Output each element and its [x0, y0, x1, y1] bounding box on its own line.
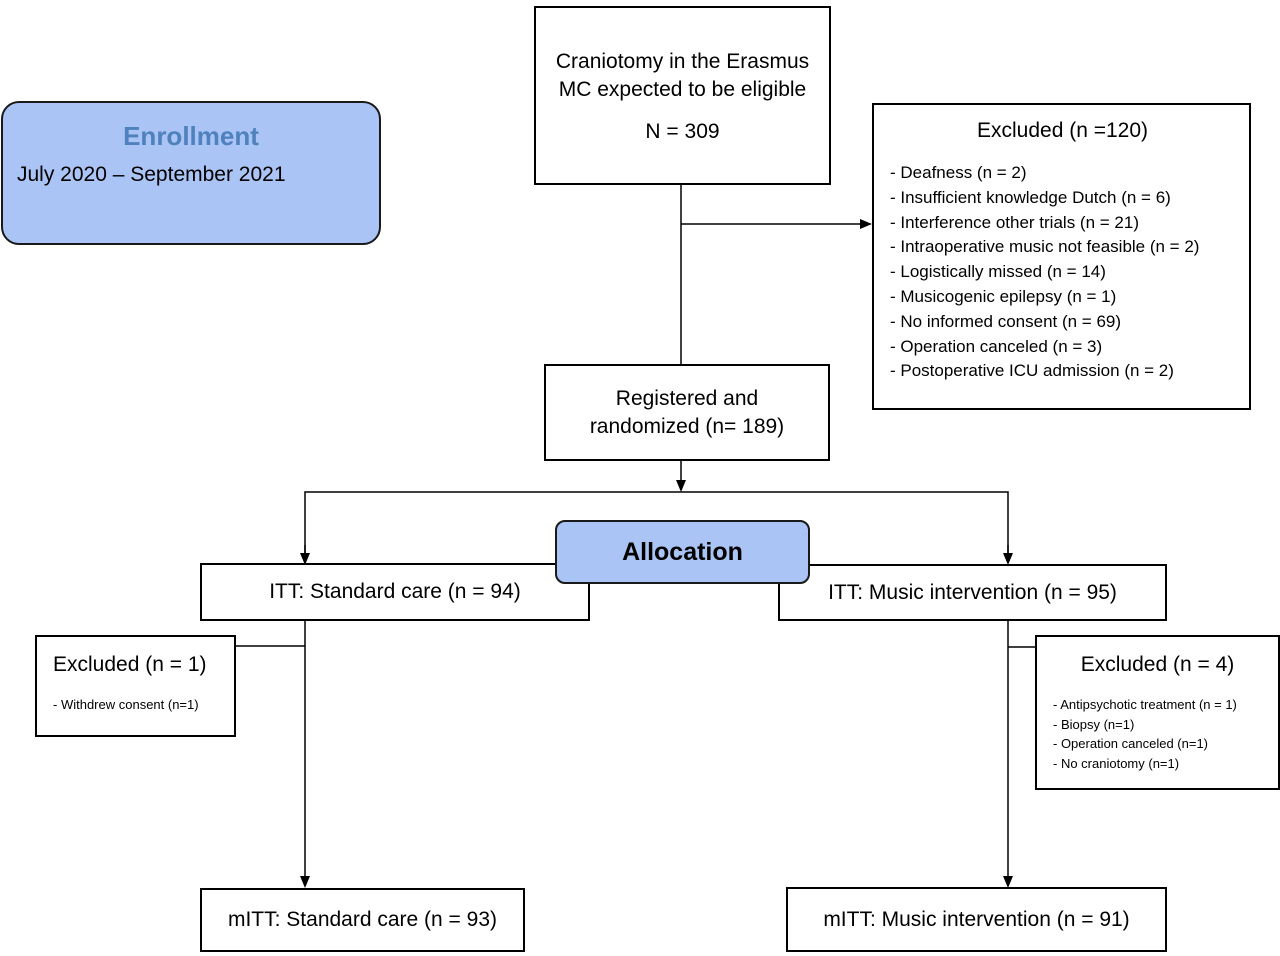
- excluded-reason: - Musicogenic epilepsy (n = 1): [890, 286, 1117, 306]
- excluded-reason: - Operation canceled (n = 3): [890, 336, 1103, 356]
- excluded-reason: - Logistically missed (n = 14): [890, 262, 1106, 282]
- allocation-title: Allocation: [622, 537, 743, 566]
- excluded-music-title: Excluded (n = 4): [1080, 653, 1235, 676]
- excluded-standard-title: Excluded (n = 1): [53, 653, 207, 676]
- itt-standard-box: ITT: Standard care (n = 94): [200, 563, 590, 621]
- excluded-reason: - Deafness (n = 2): [890, 163, 1027, 182]
- excluded-main-box: Excluded (n =120) - Deafness (n = 2) - I…: [872, 103, 1251, 410]
- allocation-panel: Allocation: [555, 520, 810, 584]
- eligible-box: Craniotomy in the Erasmus MC expected to…: [534, 6, 831, 185]
- excluded-standard-reasons: - Withdrew consent (n=1): [53, 695, 234, 714]
- excluded-reason: - Biopsy (n=1): [1053, 716, 1135, 732]
- excluded-reason: - Postoperative ICU admission (n = 2): [890, 361, 1174, 381]
- itt-music-label: ITT: Music intervention (n = 95): [828, 580, 1117, 604]
- mitt-standard-box: mITT: Standard care (n = 93): [200, 888, 525, 952]
- randomized-box: Registered and randomized (n= 189): [544, 364, 830, 461]
- enrollment-panel: Enrollment July 2020 – September 2021: [1, 101, 381, 245]
- excluded-reason: - No craniotomy (n=1): [1053, 755, 1180, 771]
- randomized-line1: Registered and: [615, 386, 759, 410]
- itt-music-box: ITT: Music intervention (n = 95): [778, 564, 1167, 621]
- excluded-reason: - Antipsychotic treatment (n = 1): [1053, 697, 1237, 712]
- excluded-main-reasons: - Deafness (n = 2) - Insufficient knowle…: [890, 161, 1235, 384]
- excluded-standard-box: Excluded (n = 1) - Withdrew consent (n=1…: [35, 635, 236, 737]
- eligible-count: N = 309: [645, 119, 720, 143]
- excluded-music-box: Excluded (n = 4) - Antipsychotic treatme…: [1035, 635, 1280, 790]
- randomized-line2: randomized (n= 189): [589, 414, 785, 438]
- excluded-reason: - Intraoperative music not feasible (n =…: [890, 237, 1200, 257]
- excluded-reason: - Insufficient knowledge Dutch (n = 6): [890, 187, 1171, 207]
- mitt-music-box: mITT: Music intervention (n = 91): [786, 887, 1167, 952]
- mitt-standard-label: mITT: Standard care (n = 93): [227, 908, 498, 931]
- excluded-reason: - Operation canceled (n=1): [1053, 736, 1209, 751]
- enrollment-title: Enrollment: [123, 121, 259, 151]
- enrollment-period: July 2020 – September 2021: [17, 163, 286, 186]
- itt-standard-label: ITT: Standard care (n = 94): [269, 580, 521, 603]
- mitt-music-label: mITT: Music intervention (n = 91): [823, 907, 1130, 931]
- excluded-reason: - Withdrew consent (n=1): [53, 697, 199, 712]
- excluded-reason: - Interference other trials (n = 21): [890, 212, 1139, 232]
- excluded-reason: - No informed consent (n = 69): [890, 311, 1122, 331]
- connector-split: [304, 491, 1009, 562]
- eligible-text: Craniotomy in the Erasmus MC expected to…: [555, 49, 810, 101]
- excluded-music-reasons: - Antipsychotic treatment (n = 1) - Biop…: [1053, 695, 1278, 773]
- excluded-main-title: Excluded (n =120): [976, 119, 1149, 142]
